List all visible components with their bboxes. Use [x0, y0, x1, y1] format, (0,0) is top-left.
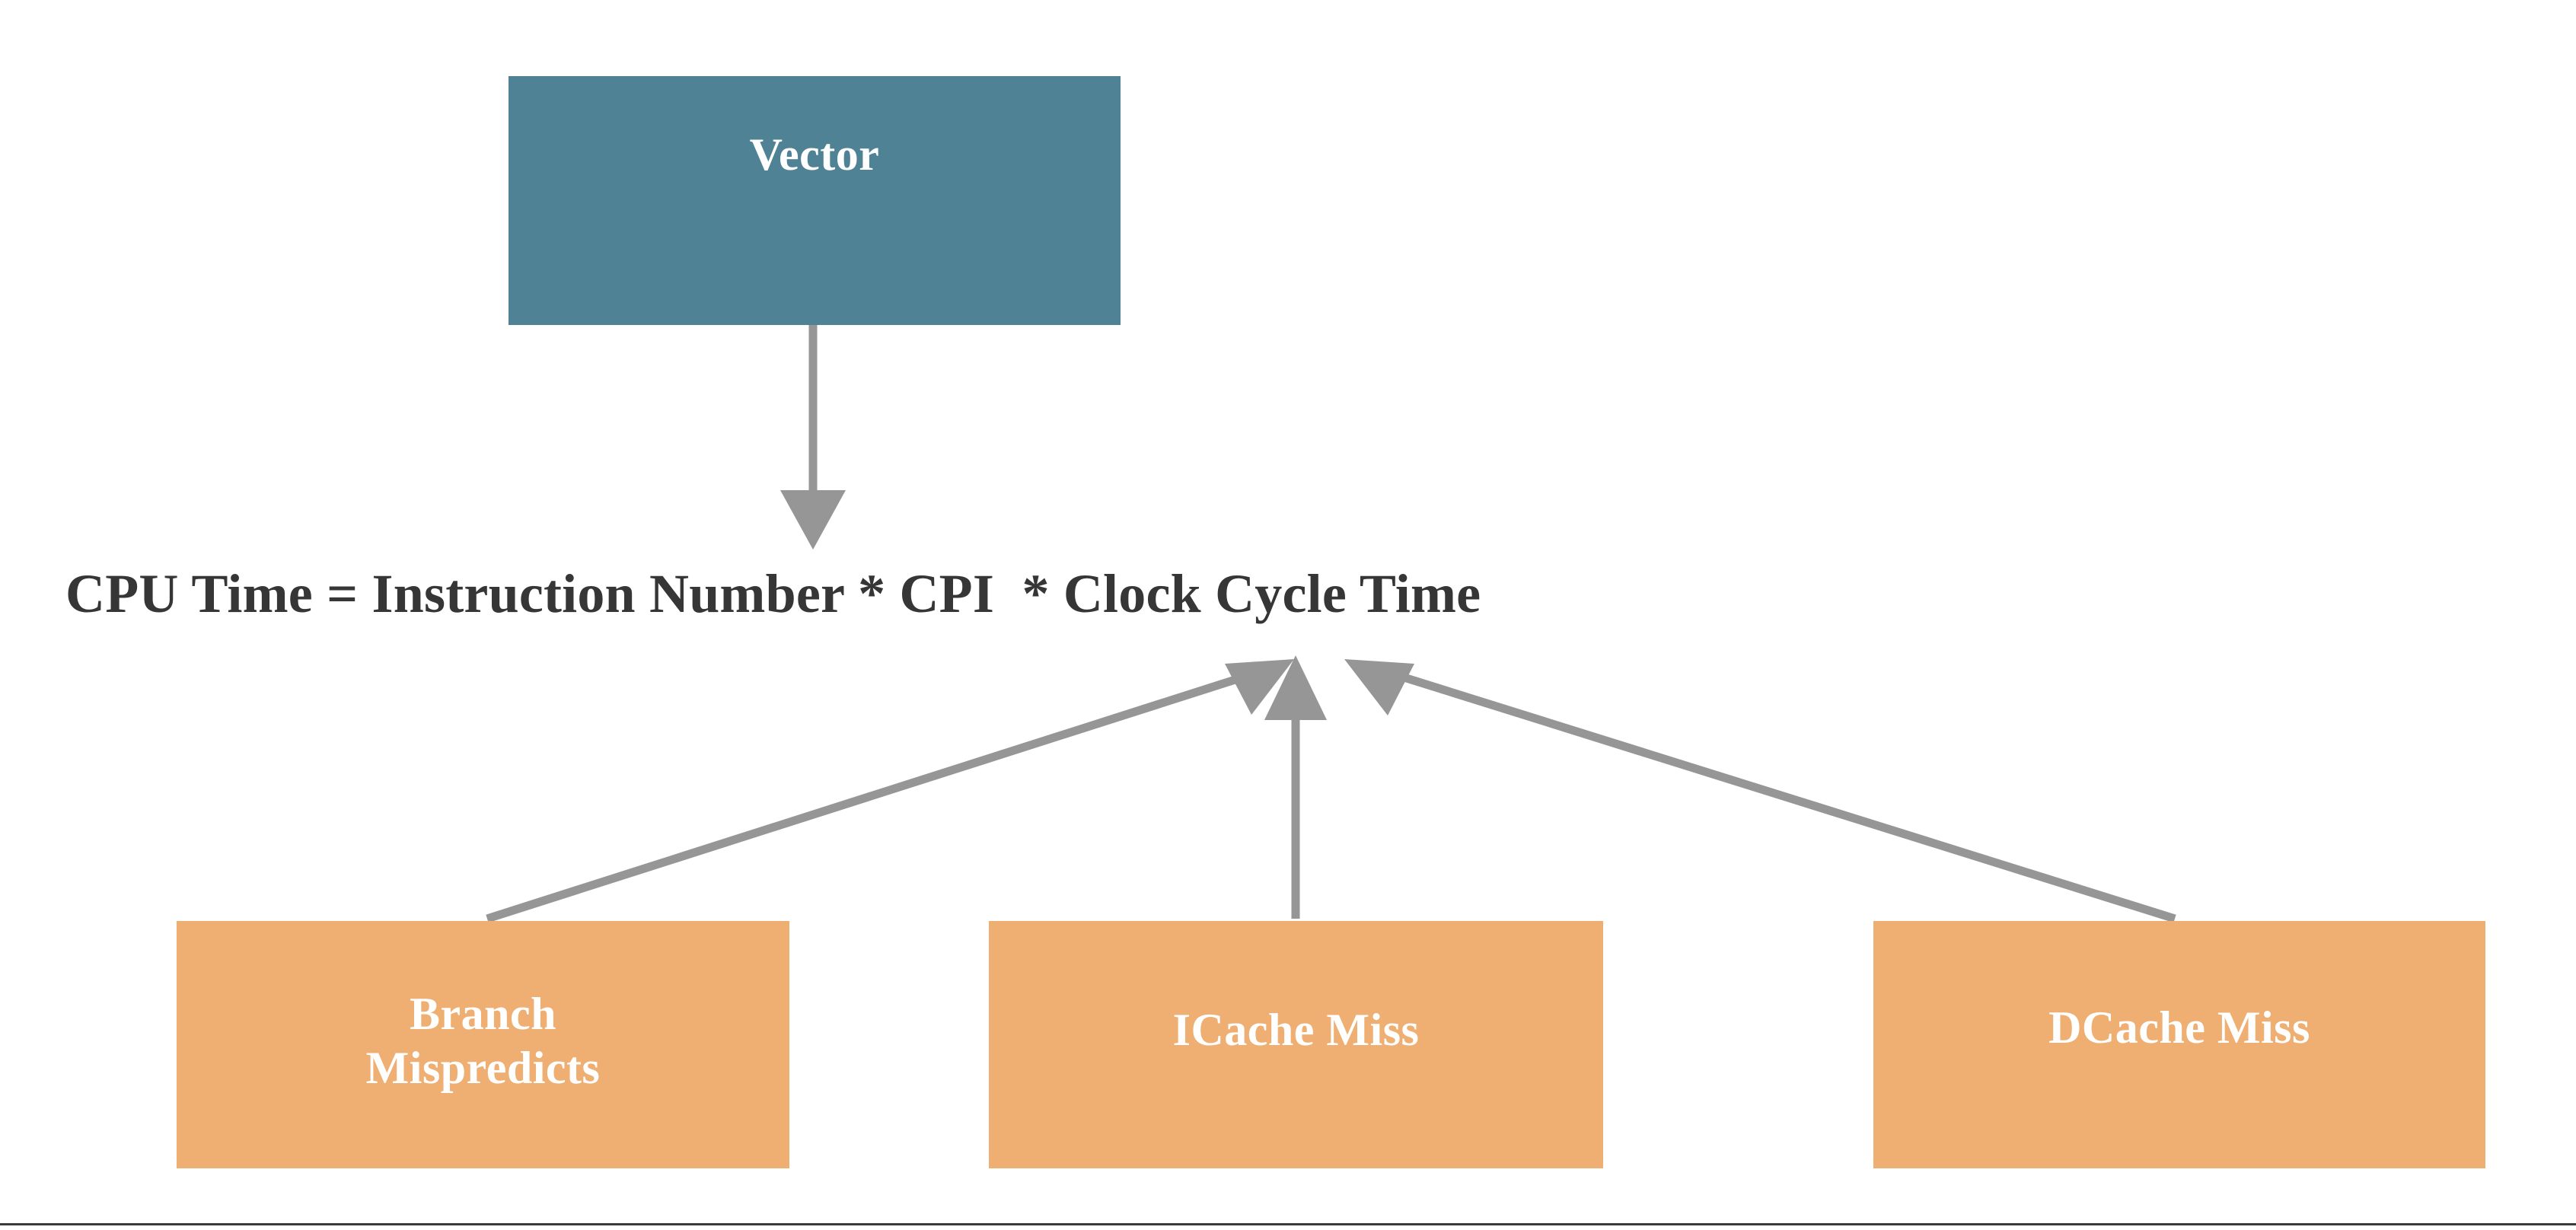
node-dcache-miss[interactable]: DCache Miss — [1873, 921, 2485, 1168]
node-dcache-miss-label: DCache Miss — [2048, 1002, 2310, 1053]
node-icache-miss-label: ICache Miss — [1172, 1005, 1420, 1056]
arrow-dcache-miss-to-cpi — [1344, 659, 2176, 923]
arrow-vector-to-instruction-number — [780, 325, 846, 550]
node-icache-miss[interactable]: ICache Miss — [989, 921, 1603, 1168]
node-vector[interactable]: Vector — [509, 76, 1121, 325]
node-branch-mispredicts-label: Branch Mispredicts — [365, 988, 601, 1093]
bottom-divider — [0, 1223, 2576, 1225]
arrow-branch-mispredicts-to-cpi — [486, 659, 1294, 923]
arrow-icache-miss-to-cpi — [1264, 655, 1327, 919]
cpu-time-formula: CPU Time = Instruction Number * CPI * Cl… — [65, 563, 1481, 624]
node-vector-label: Vector — [749, 129, 880, 180]
node-branch-mispredicts[interactable]: Branch Mispredicts — [177, 921, 789, 1168]
